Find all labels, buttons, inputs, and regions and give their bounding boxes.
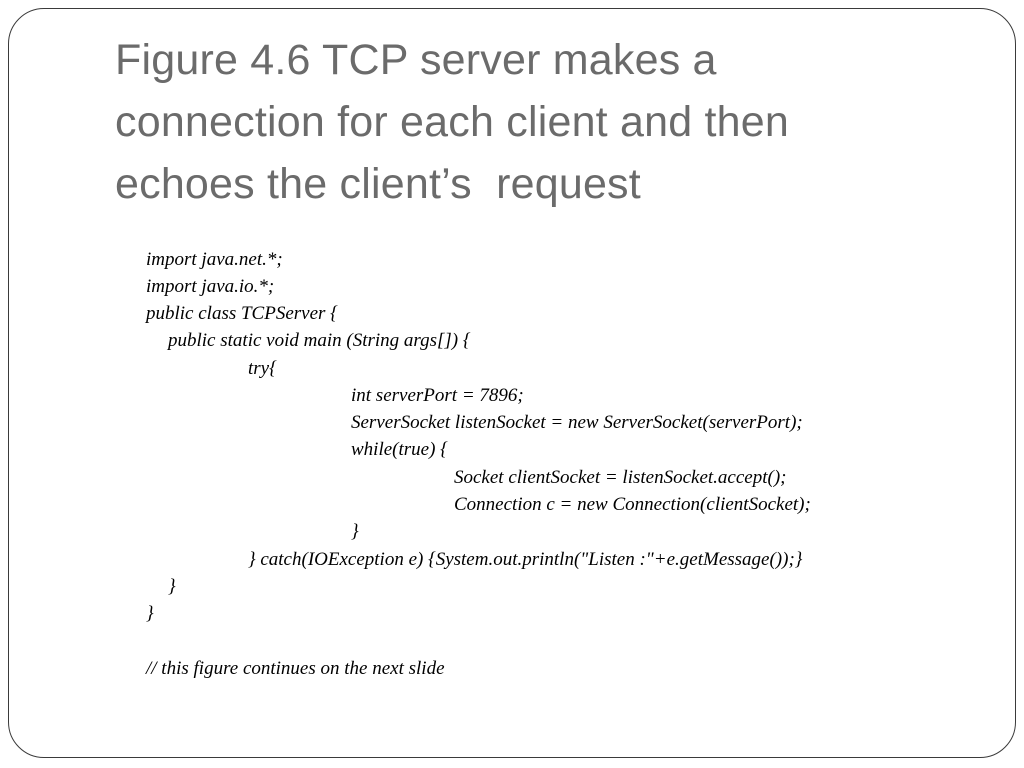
code-line: public static void main (String args[]) … [168,330,471,351]
code-line: import java.net.*; [146,249,283,270]
title-line: Figure 4.6 TCP server makes a [115,36,717,84]
title-line: echoes the client’s request [115,160,641,208]
code-line: try{ [248,358,277,379]
code-line: while(true) { [351,439,448,460]
title-line: connection for each client and then [115,98,789,146]
code-line: ServerSocket listenSocket = new ServerSo… [351,412,803,433]
slide-title: Figure 4.6 TCP server makes a connection… [115,29,975,215]
code-line: } [351,521,359,542]
slide: Figure 4.6 TCP server makes a connection… [8,8,1016,758]
code-line: } [168,576,176,597]
code-line: } [146,603,154,624]
code-line: public class TCPServer { [146,303,338,324]
code-line: Socket clientSocket = listenSocket.accep… [454,467,787,488]
code-listing: import java.net.*; import java.io.*; pub… [9,9,1015,757]
code-line: Connection c = new Connection(clientSock… [454,494,811,515]
code-line: } catch(IOException e) {System.out.print… [248,549,803,570]
code-line: int serverPort = 7896; [351,385,524,406]
code-comment: // this figure continues on the next sli… [146,658,445,679]
code-line: import java.io.*; [146,276,275,297]
